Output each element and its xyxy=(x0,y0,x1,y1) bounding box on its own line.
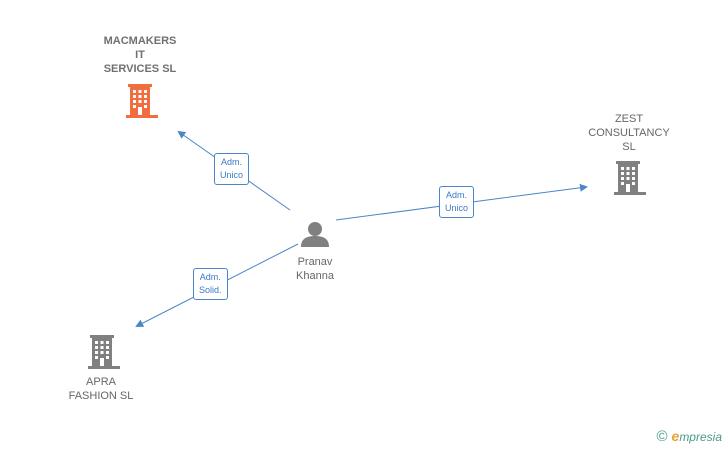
copyright-icon: © xyxy=(656,427,668,445)
building-icon-zest[interactable] xyxy=(614,161,646,195)
brand-footer: © empresia xyxy=(656,428,722,444)
node-label-pranav[interactable]: Pranav Khanna xyxy=(296,256,334,282)
edge-label-to-apra: Adm. Solid. xyxy=(193,268,228,300)
person-icon-pranav[interactable] xyxy=(301,222,329,247)
node-label-apra[interactable]: APRA FASHION SL xyxy=(68,376,134,402)
node-label-zest[interactable]: ZEST CONSULTANCY SL xyxy=(588,113,670,153)
node-label-macmakers[interactable]: MACMAKERS IT SERVICES SL xyxy=(103,35,177,75)
edge-label-to-macmakers: Adm. Unico xyxy=(214,153,250,185)
building-icon-macmakers[interactable] xyxy=(126,84,158,118)
brand-logo: empresia xyxy=(671,428,722,444)
building-icon-apra[interactable] xyxy=(88,335,120,369)
edge-label-to-zest: Adm. Unico xyxy=(439,186,475,218)
